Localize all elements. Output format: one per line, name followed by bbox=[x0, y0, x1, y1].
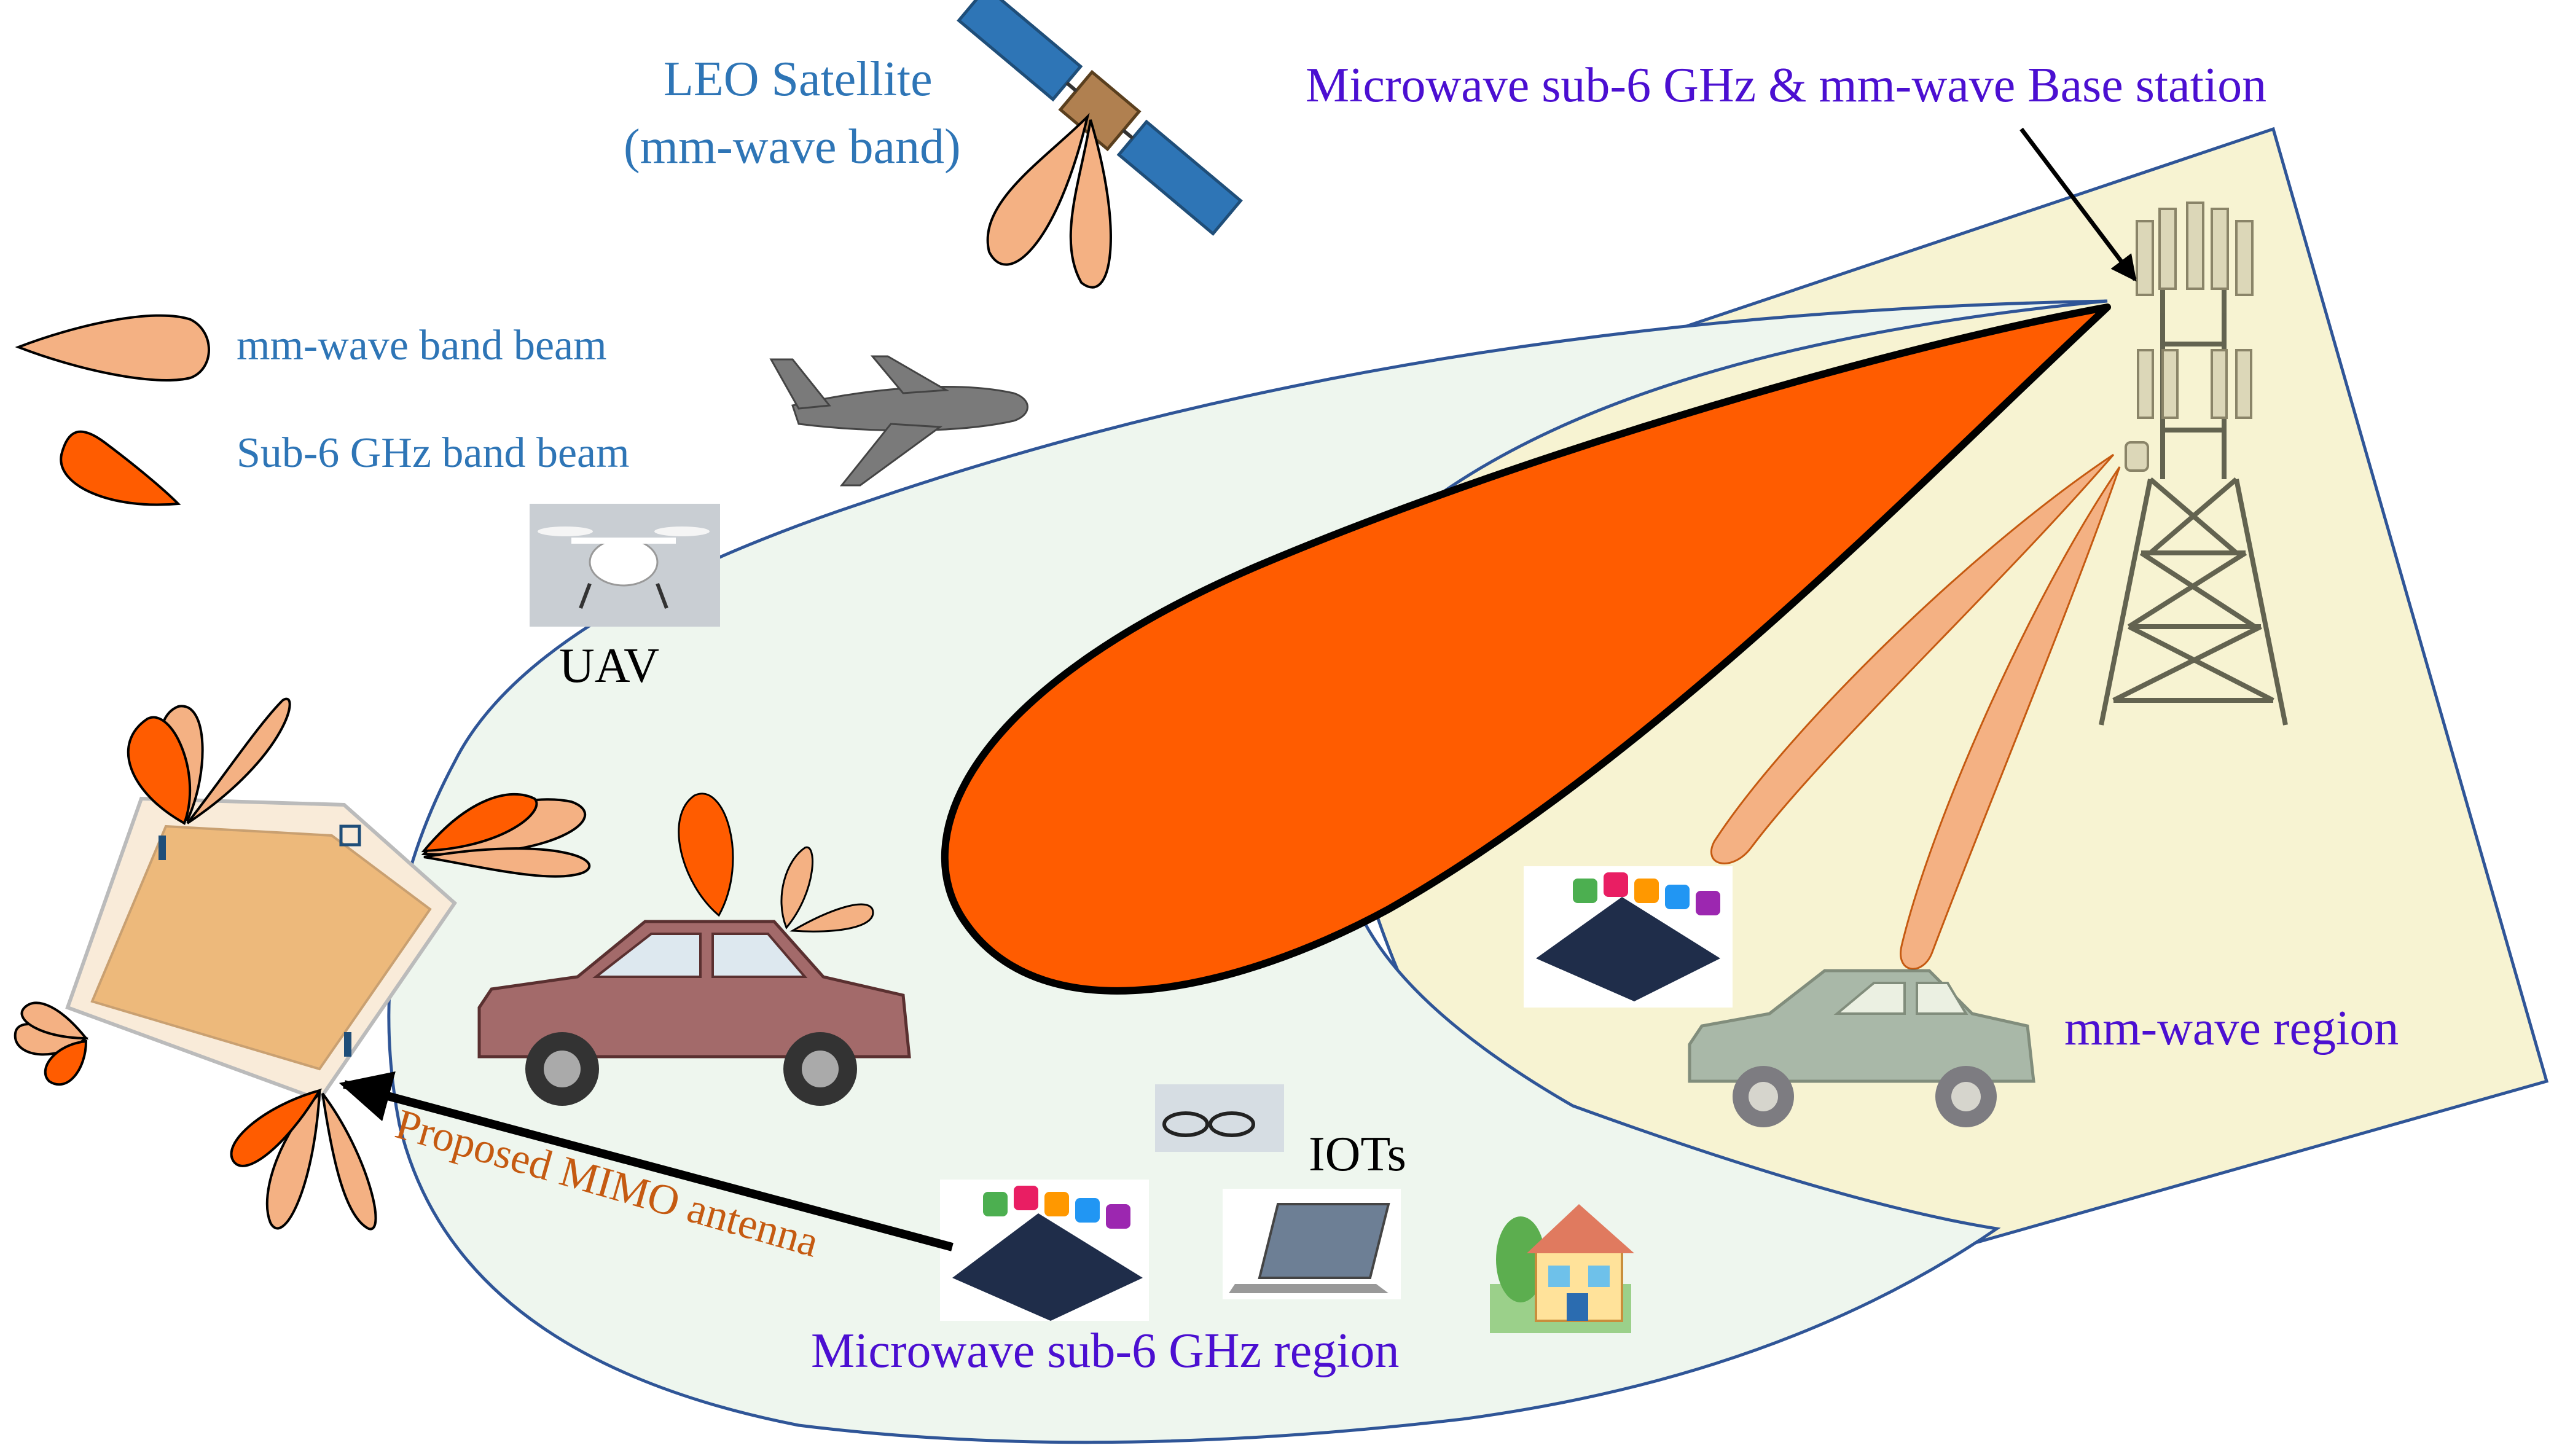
legend-sub6-icon bbox=[60, 430, 181, 506]
sub6-main-beam bbox=[941, 303, 2111, 995]
iots-label: IOTs bbox=[1309, 1127, 1406, 1181]
antenna-mmwave-beam bbox=[186, 697, 291, 824]
base-station-label: Microwave sub-6 GHz & mm-wave Base stati… bbox=[1306, 58, 2266, 112]
tower-icon bbox=[2099, 258, 2288, 726]
antenna-mmwave-beam bbox=[423, 847, 591, 878]
satellite-icon bbox=[957, 0, 1243, 236]
legend-sub6-label: Sub-6 GHz band beam bbox=[237, 429, 630, 477]
antenna-sub6-beam bbox=[44, 1039, 88, 1086]
uav-label: UAV bbox=[559, 639, 659, 693]
antenna-sub6-beam bbox=[127, 716, 192, 825]
tower-antennas bbox=[2125, 202, 2254, 472]
satellite-label-line1: LEO Satellite bbox=[664, 52, 933, 106]
microwave-region-label: Microwave sub-6 GHz region bbox=[811, 1324, 1400, 1378]
glasses-icon bbox=[1155, 1084, 1284, 1152]
satellite-beam-1 bbox=[986, 112, 1090, 266]
mmwave-beam-car bbox=[1900, 466, 2121, 970]
antenna-sub6-beam bbox=[230, 1088, 323, 1167]
laptop-icon bbox=[1223, 1189, 1401, 1299]
antenna-arrow bbox=[339, 1071, 954, 1251]
antenna-mmwave-beam bbox=[265, 1090, 321, 1230]
antenna-mmwave-beam bbox=[321, 1092, 377, 1231]
airplane-icon bbox=[769, 355, 1028, 487]
smartphone-icon bbox=[940, 1180, 1149, 1321]
mmwave-region-label: mm-wave region bbox=[2064, 1001, 2399, 1055]
drone-icon bbox=[530, 504, 720, 627]
smartphone-icon bbox=[1524, 866, 1733, 1008]
car-icon bbox=[477, 920, 911, 1106]
satellite-label-line2: (mm-wave band) bbox=[624, 120, 961, 174]
satellite-beam-2 bbox=[1069, 119, 1112, 289]
car-icon bbox=[1688, 969, 2035, 1127]
antenna-sub6-beam bbox=[421, 793, 538, 853]
antenna-board-icon bbox=[65, 796, 457, 1102]
mmwave-beam-phone bbox=[1710, 453, 2115, 864]
legend-mmwave-label: mm-wave band beam bbox=[237, 322, 607, 369]
car-mmwave-beam bbox=[780, 846, 813, 930]
house-icon bbox=[1490, 1204, 1634, 1333]
antenna-mmwave-beam bbox=[20, 1001, 89, 1040]
legend-mmwave-icon bbox=[15, 314, 210, 382]
car-mmwave-beam-2 bbox=[789, 903, 874, 933]
car-sub6-beam bbox=[678, 793, 734, 917]
base-station-arrow bbox=[2019, 127, 2137, 282]
